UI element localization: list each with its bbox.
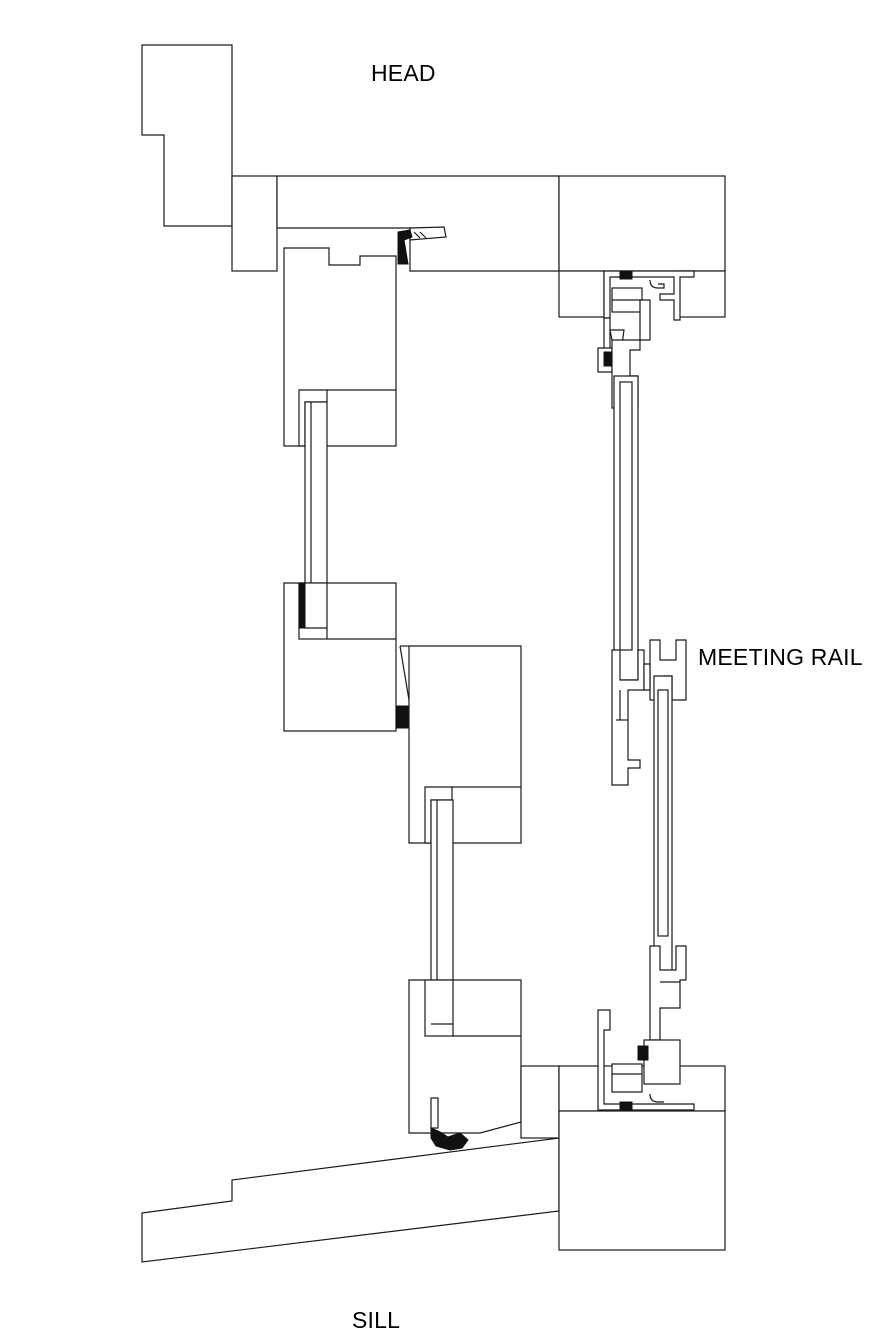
meeting-rail-lower-profile [611, 649, 645, 786]
sill-stop [520, 1065, 560, 1139]
upper-panel-glass [619, 381, 633, 651]
head-label: HEAD [371, 60, 436, 86]
lower-panel-glass [657, 689, 669, 937]
upper-sash-glazing-seal [298, 582, 306, 629]
sill-track-seal [619, 1101, 633, 1111]
sill-track-profile [597, 1009, 695, 1111]
meeting-rail-label: MEETING RAIL [698, 644, 863, 670]
head-interior-lower-left [558, 270, 605, 318]
sill-track-seal-upper [637, 1045, 649, 1061]
head-interior-block [558, 175, 726, 272]
sill-exterior-slope [141, 1137, 560, 1263]
sill-assembly [141, 1065, 726, 1263]
head-exterior-trim [141, 44, 233, 227]
head-assembly [141, 44, 726, 318]
lower-exterior-sash [399, 645, 522, 1151]
head-interior-lower-right [678, 270, 726, 318]
sill-sweep-seal [430, 1127, 469, 1151]
interior-lower-panel [597, 639, 695, 1111]
head-seal [397, 229, 413, 265]
interior-upper-panel [597, 270, 695, 786]
head-track-profile [603, 270, 695, 321]
upper-panel-frame [603, 317, 611, 353]
sill-interior-block [558, 1110, 726, 1251]
head-track-seal [619, 270, 633, 280]
sill-label: SILL [352, 1307, 401, 1333]
upper-exterior-sash [283, 247, 436, 732]
head-stop [231, 175, 278, 272]
